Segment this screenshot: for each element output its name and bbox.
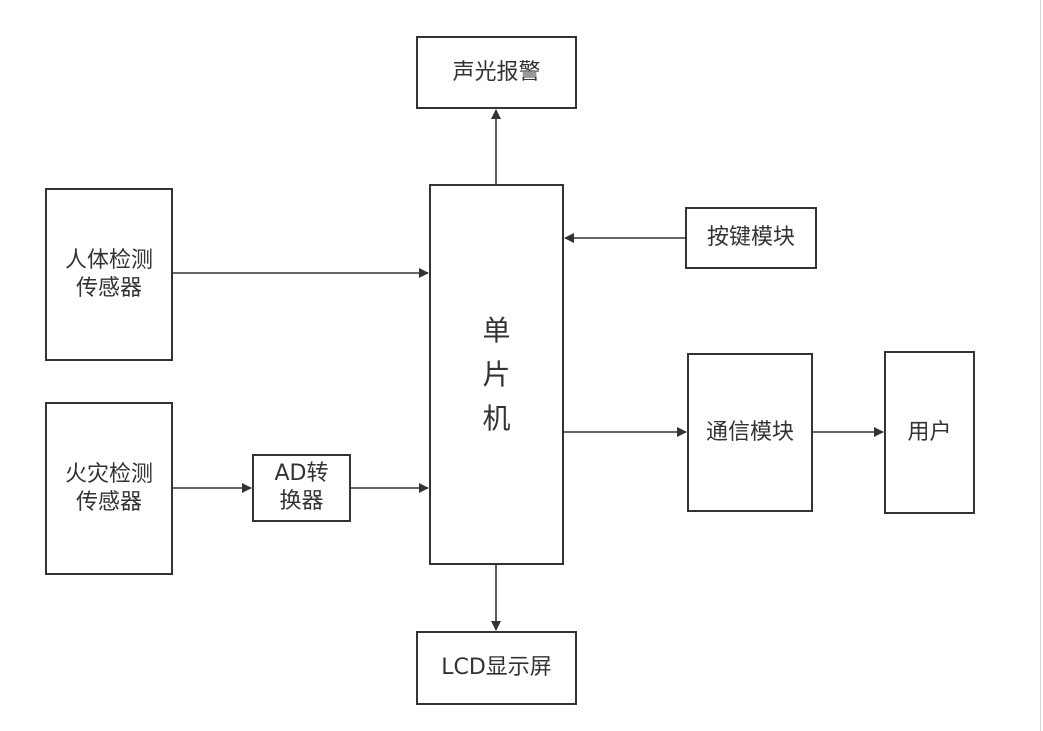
comm-node: 通信模块 [687,353,813,512]
user-label: 用户 [907,419,952,445]
ad-converter-label-line: 换器 [279,489,324,514]
ad-converter-node: AD转 换器 [252,454,351,522]
comm-label: 通信模块 [705,419,794,445]
alarm-node: 声光报警 [416,36,577,109]
mcu-label-line: 单 [482,313,511,347]
lcd-node: LCD显示屏 [416,631,577,705]
keypad-label: 按键模块 [706,225,795,250]
human-sensor-label-line: 传感器 [75,275,142,301]
fire-sensor-label-line: 火灾检测 [64,461,153,487]
ad-converter-label-line: AD转 [274,461,329,486]
keypad-node: 按键模块 [685,207,817,269]
page-edge-divider [1040,0,1041,731]
mcu-node: 单 片 机 [429,184,564,565]
fire-sensor-node: 火灾检测 传感器 [45,402,173,575]
fire-sensor-label-line: 传感器 [75,489,142,515]
mcu-label-line: 机 [482,401,511,435]
alarm-label: 声光报警 [452,59,541,85]
user-node: 用户 [884,351,975,514]
lcd-label: LCD显示屏 [441,655,552,680]
human-sensor-label-line: 人体检测 [64,247,153,273]
human-sensor-node: 人体检测 传感器 [45,188,173,361]
mcu-label-line: 片 [482,357,511,391]
